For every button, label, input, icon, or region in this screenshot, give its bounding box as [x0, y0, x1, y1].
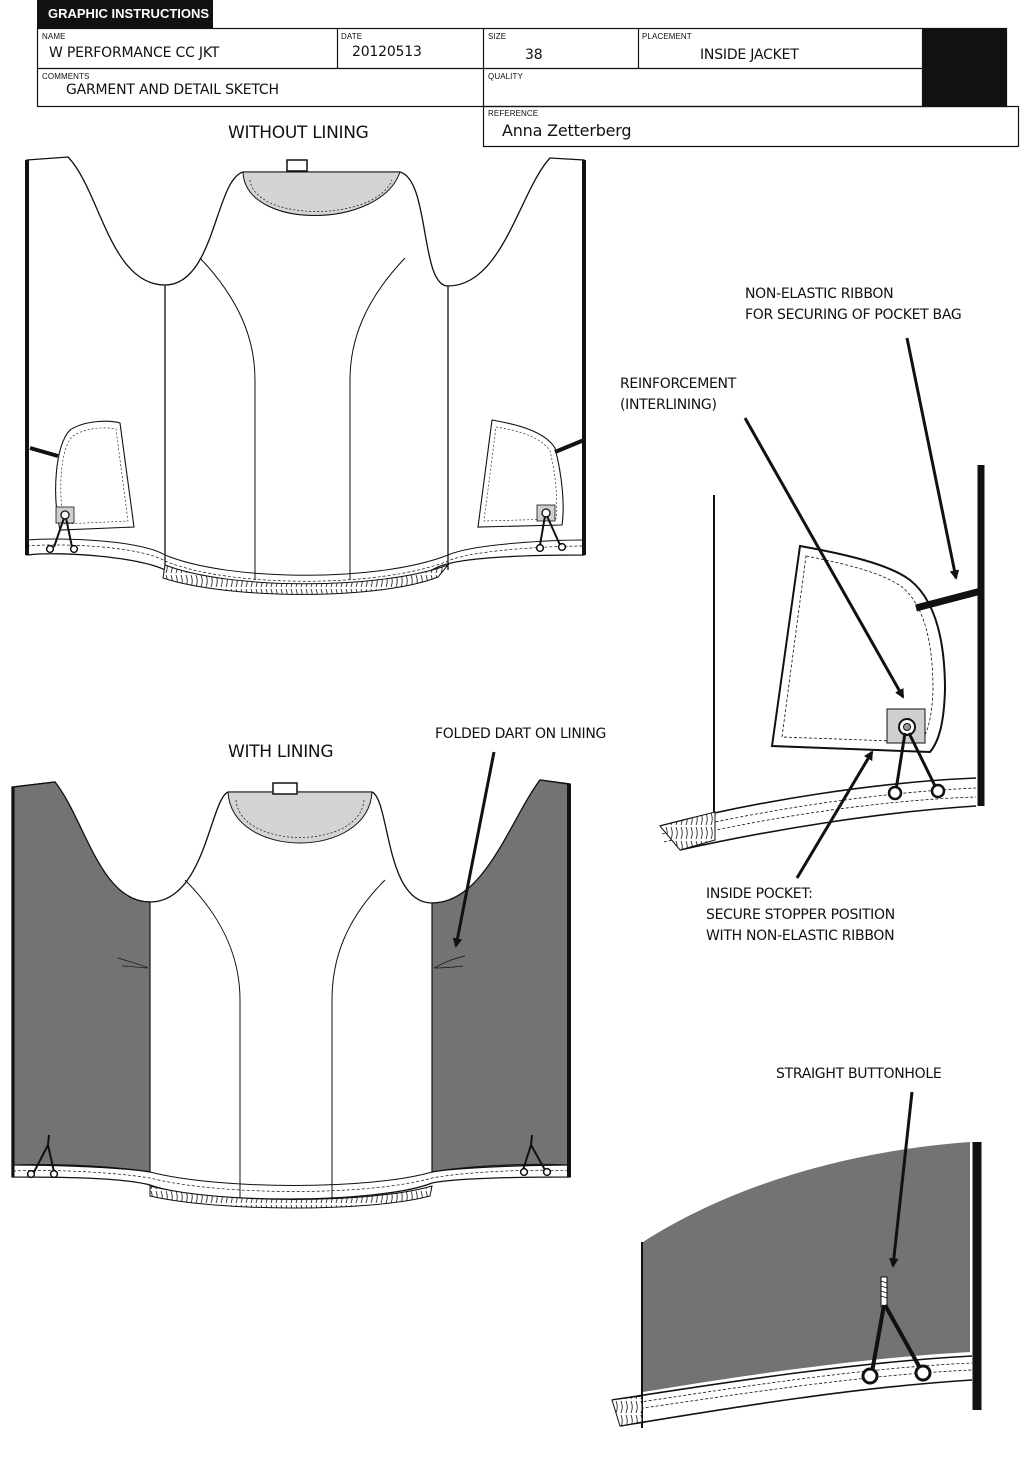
ribbon-arrow	[905, 337, 960, 580]
size-label: SIZE	[488, 32, 507, 41]
name-value: W PERFORMANCE CC JKT	[49, 45, 220, 61]
folded-dart-arrow	[452, 751, 496, 948]
hem-band	[26, 538, 585, 576]
right-inside-pocket	[477, 419, 564, 528]
jacket-with-lining	[11, 779, 571, 1209]
buttonhole-eyelet-left	[861, 1367, 879, 1385]
date-value: 20120513	[352, 44, 422, 60]
header-black-block	[923, 29, 1006, 106]
placement-value: INSIDE JACKET	[700, 47, 799, 63]
inside-pocket-note-line1: INSIDE POCKET:	[706, 886, 813, 902]
pocket-bag	[770, 544, 947, 754]
stopper-eyelet-left	[887, 785, 903, 801]
folded-dart-note: FOLDED DART ON LINING	[435, 726, 607, 742]
with-lining-title: WITH LINING	[228, 742, 334, 762]
date-label: DATE	[341, 32, 363, 41]
reinforcement-note: REINFORCEMENT (INTERLINING)	[620, 374, 736, 416]
inside-pocket-note-line2: SECURE STOPPER POSITION	[706, 907, 895, 923]
buttonhole-note: STRAIGHT BUTTONHOLE	[776, 1066, 942, 1082]
pocket-detail	[452, 337, 985, 948]
rib-detail	[659, 811, 716, 851]
reference-label: REFERENCE	[488, 109, 539, 118]
inside-pocket-arrow	[795, 750, 874, 879]
without-lining-title: WITHOUT LINING	[228, 123, 369, 143]
buttonhole-eyelet-right	[914, 1364, 932, 1382]
jacket-without-lining	[25, 156, 586, 595]
ribbon-note-line2: FOR SECURING OF POCKET BAG	[745, 307, 962, 323]
inside-pocket-note-line3: WITH NON-ELASTIC RIBBON	[706, 928, 895, 944]
left-lining-panel	[13, 781, 151, 1173]
hanger-loop-lined	[272, 782, 298, 795]
non-elastic-ribbon	[915, 587, 982, 612]
reference-value: Anna Zetterberg	[502, 121, 632, 140]
buttonhole-lining-area	[643, 1142, 970, 1392]
reinforcement-note-line2: (INTERLINING)	[620, 397, 717, 413]
name-label: NAME	[42, 32, 66, 41]
stopper-eyelet-right	[930, 783, 946, 799]
right-lining-panel	[431, 779, 569, 1173]
buttonhole-arrow	[889, 1091, 914, 1268]
placement-label: PLACEMENT	[642, 32, 692, 41]
neck-back-facing-lined	[227, 791, 373, 844]
graphic-instructions-tab: GRAPHIC INSTRUCTIONS	[37, 0, 213, 28]
quality-label: QUALITY	[488, 72, 523, 81]
inside-pocket-note: INSIDE POCKET: SECURE STOPPER POSITION W…	[706, 884, 895, 947]
rib-hem-lined	[149, 1185, 433, 1209]
reinforcement-arrow	[743, 417, 905, 699]
size-value: 38	[525, 47, 543, 63]
ribbon-note-line1: NON-ELASTIC RIBBON	[745, 286, 894, 302]
reinforcement-note-line1: REINFORCEMENT	[620, 376, 736, 392]
rib-buttonhole	[611, 1395, 643, 1427]
comments-label: COMMENTS	[42, 72, 90, 81]
buttonhole-detail	[611, 1091, 982, 1428]
rib-hem	[162, 563, 450, 595]
comments-value: GARMENT AND DETAIL SKETCH	[66, 82, 279, 98]
hanger-loop	[286, 159, 308, 172]
ribbon-note: NON-ELASTIC RIBBON FOR SECURING OF POCKE…	[745, 284, 962, 326]
